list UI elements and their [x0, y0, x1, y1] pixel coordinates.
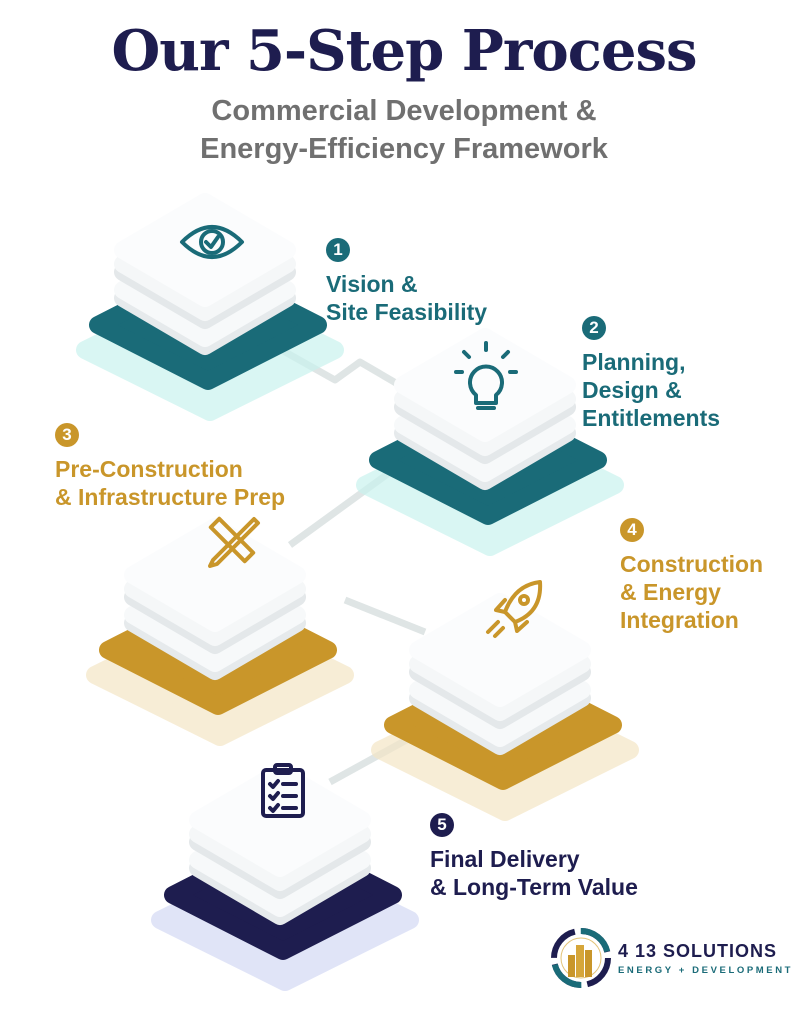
page-subtitle: Commercial Development & Energy-Efficien…: [0, 92, 808, 168]
subtitle-line: Commercial Development &: [211, 95, 597, 127]
step-4-platform: [371, 593, 639, 821]
step-5-platform: [151, 763, 419, 991]
step-title-line: Vision &: [326, 271, 418, 297]
step-title-line: Site Feasibility: [326, 299, 488, 325]
step-title-line: Integration: [620, 607, 739, 633]
step-title-line: Entitlements: [582, 405, 721, 431]
step-number-badge: 3: [55, 423, 79, 447]
clipboard-checklist-icon: [261, 763, 305, 818]
logo-tagline: ENERGY + DEVELOPMENT: [618, 965, 794, 976]
step-title-line: Design &: [582, 377, 682, 403]
step-1-label: 1 Vision & Site Feasibility: [326, 233, 487, 326]
step-title-line: & Infrastructure Prep: [55, 484, 286, 510]
company-logo: 4 13 SOLUTIONS ENERGY + DEVELOPMENT: [548, 925, 790, 991]
block-top: [394, 328, 576, 442]
step-2-platform: [356, 328, 624, 556]
step-title-line: & Energy: [620, 579, 721, 605]
step-title-line: Final Delivery: [430, 846, 580, 872]
subtitle-line: Energy-Efficiency Framework: [200, 133, 608, 165]
rocket-icon: [486, 580, 543, 638]
block-top: [124, 518, 306, 632]
step-title-line: Planning,: [582, 349, 686, 375]
block-top: [409, 593, 591, 707]
step-number-badge: 4: [620, 518, 644, 542]
eye-check-icon: [180, 225, 244, 259]
step-number-badge: 2: [582, 316, 606, 340]
step-3-platform: [86, 518, 354, 746]
step-2-label: 2 Planning, Design & Entitlements: [582, 311, 720, 432]
step-4-label: 4 Construction & Energy Integration: [620, 513, 763, 634]
logo-mark: [551, 928, 611, 988]
step-title-line: Pre-Construction: [55, 456, 243, 482]
step-title-line: & Long-Term Value: [430, 874, 638, 900]
ruler-pencil-icon: [208, 516, 260, 568]
step-1-platform: [76, 193, 344, 421]
step-title-line: Construction: [620, 551, 764, 577]
block-top: [189, 763, 371, 877]
step-3-label: 3 Pre-Construction & Infrastructure Prep: [55, 418, 285, 511]
step-5-label: 5 Final Delivery & Long-Term Value: [430, 808, 638, 901]
lightbulb-icon: [454, 341, 518, 410]
step-number-badge: 5: [430, 813, 454, 837]
logo-name: 4 13 SOLUTIONS: [618, 941, 778, 961]
step-number-badge: 1: [326, 238, 350, 262]
page-title: Our 5-Step Process: [111, 18, 697, 84]
